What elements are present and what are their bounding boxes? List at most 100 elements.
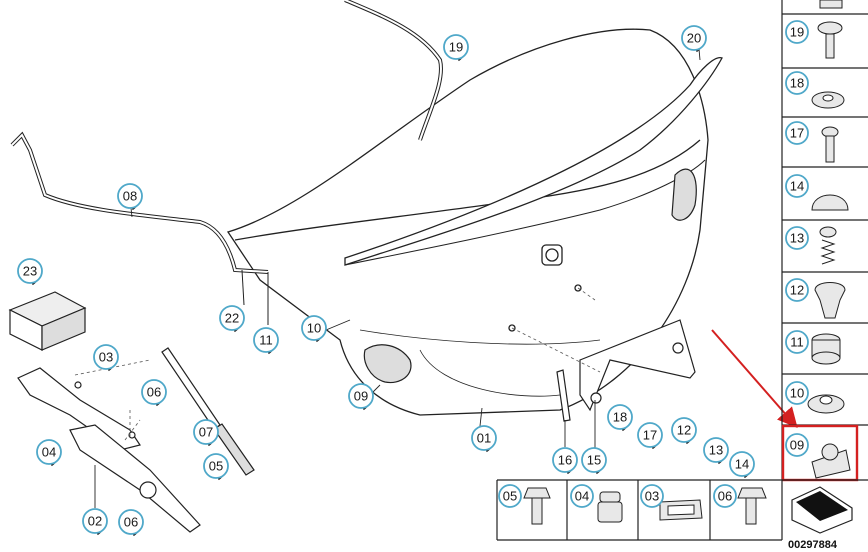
callout-ring xyxy=(607,404,633,430)
callout-ring xyxy=(141,379,167,405)
document-logo xyxy=(791,486,853,534)
callout-label: 15 xyxy=(587,453,601,468)
callout-label: 10 xyxy=(307,321,321,336)
license-bracket xyxy=(579,319,696,412)
callout-ring xyxy=(785,330,809,354)
callout-ring xyxy=(703,437,729,463)
callout-ring xyxy=(203,453,229,479)
callout-label: 01 xyxy=(477,431,491,446)
callout-ring xyxy=(36,439,62,465)
callout-label: 09 xyxy=(790,438,804,453)
callout-ring xyxy=(82,508,108,534)
callout-ring xyxy=(17,258,43,284)
callout-ring xyxy=(93,344,119,370)
callout-ring xyxy=(552,447,578,473)
callout-label: 05 xyxy=(209,459,223,474)
callout-label: 12 xyxy=(677,423,691,438)
side-callout-12: 12 xyxy=(785,278,809,302)
callout-05: 05 xyxy=(203,453,229,481)
callout-label: 19 xyxy=(790,25,804,40)
bottom-callout-06: 06 xyxy=(713,484,737,508)
callout-12: 12 xyxy=(671,417,697,445)
callout-19: 19 xyxy=(443,34,469,62)
gas-strut xyxy=(161,347,255,476)
callout-leaders xyxy=(94,48,701,508)
bottom-panel xyxy=(496,479,868,541)
callout-ring xyxy=(219,305,245,331)
callout-02: 02 xyxy=(82,508,108,536)
bottom-callout-03: 03 xyxy=(640,484,664,508)
callout-03: 03 xyxy=(93,344,119,372)
callout-label: 11 xyxy=(259,333,273,348)
callout-label: 05 xyxy=(503,489,517,504)
callout-16: 16 xyxy=(552,447,578,475)
callout-label: 06 xyxy=(718,489,732,504)
callout-ring xyxy=(713,484,737,508)
callout-ring xyxy=(681,25,707,51)
trunk-lid xyxy=(226,28,709,416)
callout-label: 06 xyxy=(124,515,138,530)
callout-ring xyxy=(640,484,664,508)
callout-label: 14 xyxy=(735,457,749,472)
callout-ring xyxy=(581,447,607,473)
callout-label: 13 xyxy=(790,231,804,246)
hinge xyxy=(17,367,201,533)
pin-16 xyxy=(556,369,571,422)
callout-label: 10 xyxy=(790,386,804,401)
callout-08: 08 xyxy=(117,183,143,211)
callout-label: 11 xyxy=(790,335,804,350)
callout-ring xyxy=(785,226,809,250)
leader-lines xyxy=(74,287,601,441)
callout-label: 06 xyxy=(147,385,161,400)
lamp-left xyxy=(363,344,412,384)
callout-ring xyxy=(785,20,809,44)
callout-ring xyxy=(785,381,809,405)
callout-ring xyxy=(498,484,522,508)
callout-10: 10 xyxy=(301,315,327,343)
callout-ring xyxy=(785,433,809,457)
callout-04: 04 xyxy=(36,439,62,467)
callout-18: 18 xyxy=(607,404,633,432)
callout-09: 09 xyxy=(348,383,374,411)
side-callout-18: 18 xyxy=(785,71,809,95)
callout-ring xyxy=(301,315,327,341)
callout-20: 20 xyxy=(681,25,707,53)
callout-label: 02 xyxy=(88,514,102,529)
callout-ring xyxy=(117,183,143,209)
callout-13: 13 xyxy=(703,437,729,465)
callout-06: 06 xyxy=(118,509,144,537)
callout-label: 23 xyxy=(23,264,37,279)
callout-06: 06 xyxy=(141,379,167,407)
callout-label: 19 xyxy=(449,40,463,55)
callout-label: 13 xyxy=(709,443,723,458)
callout-ring xyxy=(471,425,497,451)
callout-label: 03 xyxy=(99,350,113,365)
callout-01: 01 xyxy=(471,425,497,453)
callout-label: 08 xyxy=(123,189,137,204)
callout-ring xyxy=(443,34,469,60)
callout-22: 22 xyxy=(219,305,245,333)
callout-label: 18 xyxy=(613,410,627,425)
side-callout-17: 17 xyxy=(785,121,809,145)
callout-ring xyxy=(785,71,809,95)
callout-ring xyxy=(637,422,663,448)
callout-ring xyxy=(671,417,697,443)
box-part xyxy=(8,291,87,351)
side-callout-09: 09 xyxy=(785,433,809,457)
bottom-callout-04: 04 xyxy=(570,484,594,508)
side-part-glyphs xyxy=(807,0,851,479)
callout-label: 03 xyxy=(645,489,659,504)
callout-ring xyxy=(118,509,144,535)
callout-label: 04 xyxy=(42,445,56,460)
side-callout-13: 13 xyxy=(785,226,809,250)
lamp-right xyxy=(671,168,697,221)
callout-label: 17 xyxy=(790,126,804,141)
callout-07: 07 xyxy=(193,419,219,447)
bottom-part-glyphs xyxy=(523,487,767,525)
callout-label: 04 xyxy=(575,489,589,504)
callout-label: 12 xyxy=(790,283,804,298)
callout-label: 22 xyxy=(225,311,239,326)
